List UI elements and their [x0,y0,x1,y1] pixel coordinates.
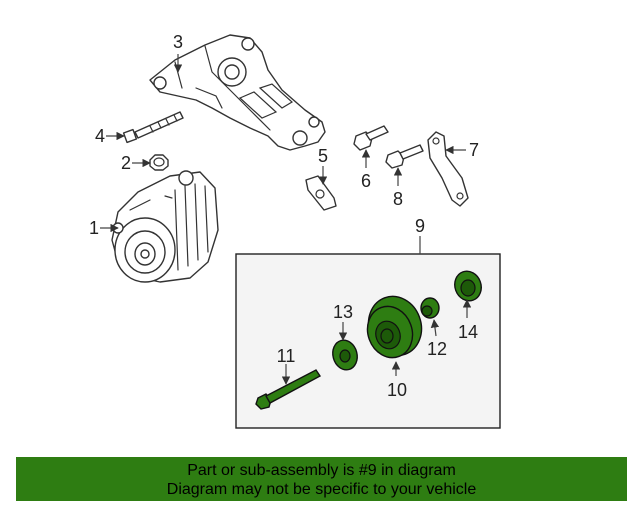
bolt-long [122,111,184,144]
callout-10: 10 [387,380,407,400]
nut [149,154,169,171]
clip-bracket [305,175,337,211]
strap-bracket [427,131,469,207]
banner-line-2: Diagram may not be specific to your vehi… [166,481,477,498]
pulley-bolt [255,369,322,410]
callout-2: 2 [121,153,131,173]
info-banner: Part or sub-assembly is #9 in diagram Di… [16,457,627,501]
callout-1: 1 [89,218,99,238]
seal-ring [454,270,482,302]
callout-9: 9 [415,216,425,236]
callout-3: 3 [173,32,183,52]
bushing [420,297,440,319]
callout-12: 12 [427,339,447,359]
parts-diagram: 3 4 2 1 5 6 7 8 9 10 11 12 13 14 [89,32,501,429]
bolt-short [353,125,389,151]
alternator [111,170,219,283]
callout-11: 11 [277,346,296,366]
callout-7: 7 [469,140,479,160]
callout-13: 13 [333,302,353,322]
mounting-bracket [149,34,326,151]
callout-6: 6 [361,171,371,191]
idler-pulley [366,295,423,359]
bolt-washer [385,144,424,169]
leader-lines [100,54,472,385]
callout-4: 4 [95,126,105,146]
callout-5: 5 [318,146,328,166]
callout-14: 14 [458,322,478,342]
callout-8: 8 [393,189,403,209]
banner-line-1: Part or sub-assembly is #9 in diagram [187,462,456,479]
